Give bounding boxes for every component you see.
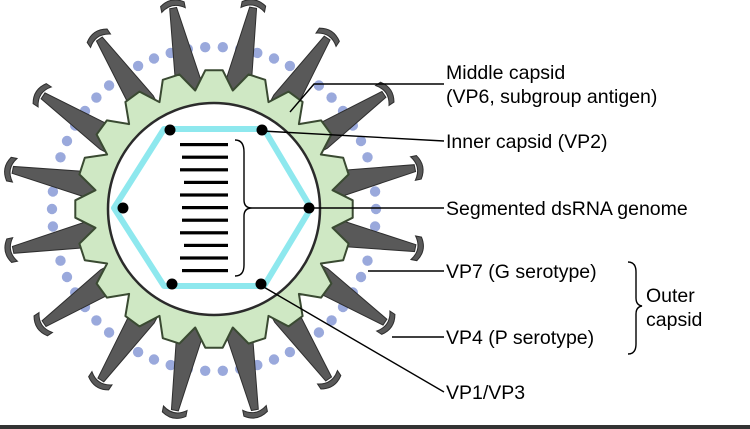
label-vp4: VP4 (P serotype) bbox=[446, 327, 594, 349]
genome-segment bbox=[180, 256, 228, 260]
vertex-dot bbox=[256, 124, 268, 136]
genome-segment bbox=[180, 193, 228, 197]
vp7-dot bbox=[313, 327, 325, 338]
genome-segment bbox=[182, 155, 228, 159]
vp7-dot bbox=[284, 60, 296, 72]
label-outer-capsid-2: capsid bbox=[646, 309, 702, 331]
vertex-dot bbox=[117, 202, 129, 214]
genome-segment bbox=[182, 218, 228, 222]
vp1-vp3-complexes bbox=[117, 124, 315, 290]
vp7-dot bbox=[47, 221, 59, 232]
vp7-dot bbox=[355, 271, 367, 283]
leader-inner-capsid bbox=[261, 130, 445, 142]
genome-segment bbox=[184, 180, 228, 184]
vp7-dot bbox=[61, 271, 73, 283]
vp7-dot bbox=[268, 354, 280, 365]
genome-segment bbox=[184, 243, 228, 247]
label-vp1-vp3: VP1/VP3 bbox=[446, 382, 525, 404]
vp7-dot bbox=[148, 354, 160, 365]
vp7-dot bbox=[103, 327, 115, 338]
leader-vp1-vp3 bbox=[261, 285, 445, 393]
vp7-dot bbox=[362, 255, 373, 266]
vp7-dot bbox=[91, 92, 102, 103]
label-middle-capsid-detail: (VP6, subgroup antigen) bbox=[446, 86, 657, 108]
vp7-dot bbox=[369, 221, 381, 232]
vp7-dot bbox=[362, 152, 373, 163]
vp7-dot bbox=[132, 346, 144, 358]
vertex-dot bbox=[166, 278, 178, 290]
genome-segment bbox=[180, 231, 228, 235]
vp7-dot bbox=[284, 346, 296, 358]
genome-segment bbox=[180, 143, 228, 147]
vp7-dot bbox=[200, 365, 211, 376]
vp7-dot bbox=[326, 315, 337, 326]
vp7-dot bbox=[268, 53, 280, 64]
genome-segment bbox=[182, 206, 228, 210]
leader-middle-capsid bbox=[289, 83, 444, 113]
label-middle-capsid: Middle capsid bbox=[446, 62, 565, 84]
vp7-dot bbox=[252, 47, 263, 59]
vp7-dot bbox=[55, 152, 66, 163]
label-outer-capsid: Outer bbox=[646, 285, 695, 307]
vp7-dot bbox=[369, 186, 381, 197]
vp7-dot bbox=[103, 80, 115, 91]
label-vp7: VP7 (G serotype) bbox=[446, 261, 597, 283]
vp4-spike bbox=[161, 321, 204, 419]
vp7-dot bbox=[55, 255, 66, 266]
vp7-dot bbox=[370, 203, 382, 215]
leader-lines bbox=[252, 83, 445, 393]
genome-segment bbox=[180, 168, 228, 172]
bottom-edge-bar bbox=[0, 425, 750, 429]
label-inner-capsid: Inner capsid (VP2) bbox=[446, 131, 608, 153]
vp7-dot bbox=[46, 203, 58, 215]
label-genome: Segmented dsRNA genome bbox=[446, 198, 688, 220]
vp7-dot bbox=[165, 359, 176, 371]
vertex-dot bbox=[164, 124, 176, 136]
vp7-dot bbox=[47, 186, 59, 197]
vp7-dot bbox=[217, 42, 228, 53]
vp7-dot bbox=[148, 53, 160, 64]
dsrna-genome-segments bbox=[180, 143, 228, 273]
outer-capsid-brace bbox=[627, 261, 643, 355]
genome-segment bbox=[182, 269, 228, 273]
vp7-dot bbox=[313, 80, 325, 91]
vp7-dot bbox=[326, 92, 337, 103]
vp7-dot bbox=[355, 135, 367, 147]
vp7-dot bbox=[200, 42, 211, 53]
vp7-dot bbox=[217, 365, 228, 376]
vp7-dot bbox=[91, 315, 102, 326]
vp7-dot bbox=[61, 135, 73, 147]
vp7-dot bbox=[132, 60, 144, 72]
